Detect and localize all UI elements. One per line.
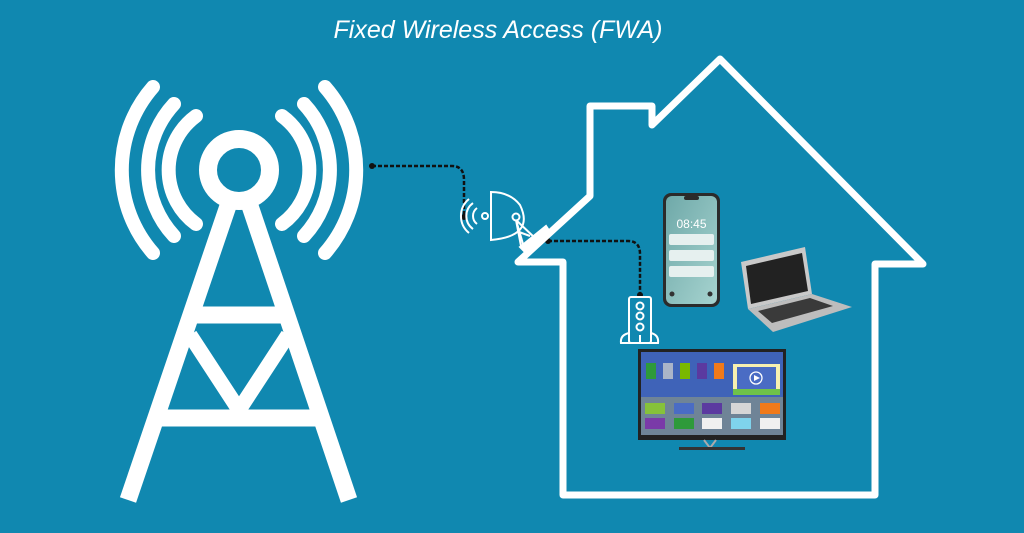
house-outline-icon [514,55,927,499]
phone-clock: 08:45 [676,217,706,231]
cell-tower-icon [114,80,364,503]
satellite-dish-icon [459,190,552,254]
smartphone-icon: 08:45 [663,193,720,307]
cable-tower-to-dish [372,164,466,217]
diagram-title: Fixed Wireless Access (FWA) [333,16,663,44]
smart-tv-icon [638,349,786,450]
cable-dish-to-router [548,239,642,295]
router-icon [619,296,660,344]
laptop-icon [741,247,852,332]
